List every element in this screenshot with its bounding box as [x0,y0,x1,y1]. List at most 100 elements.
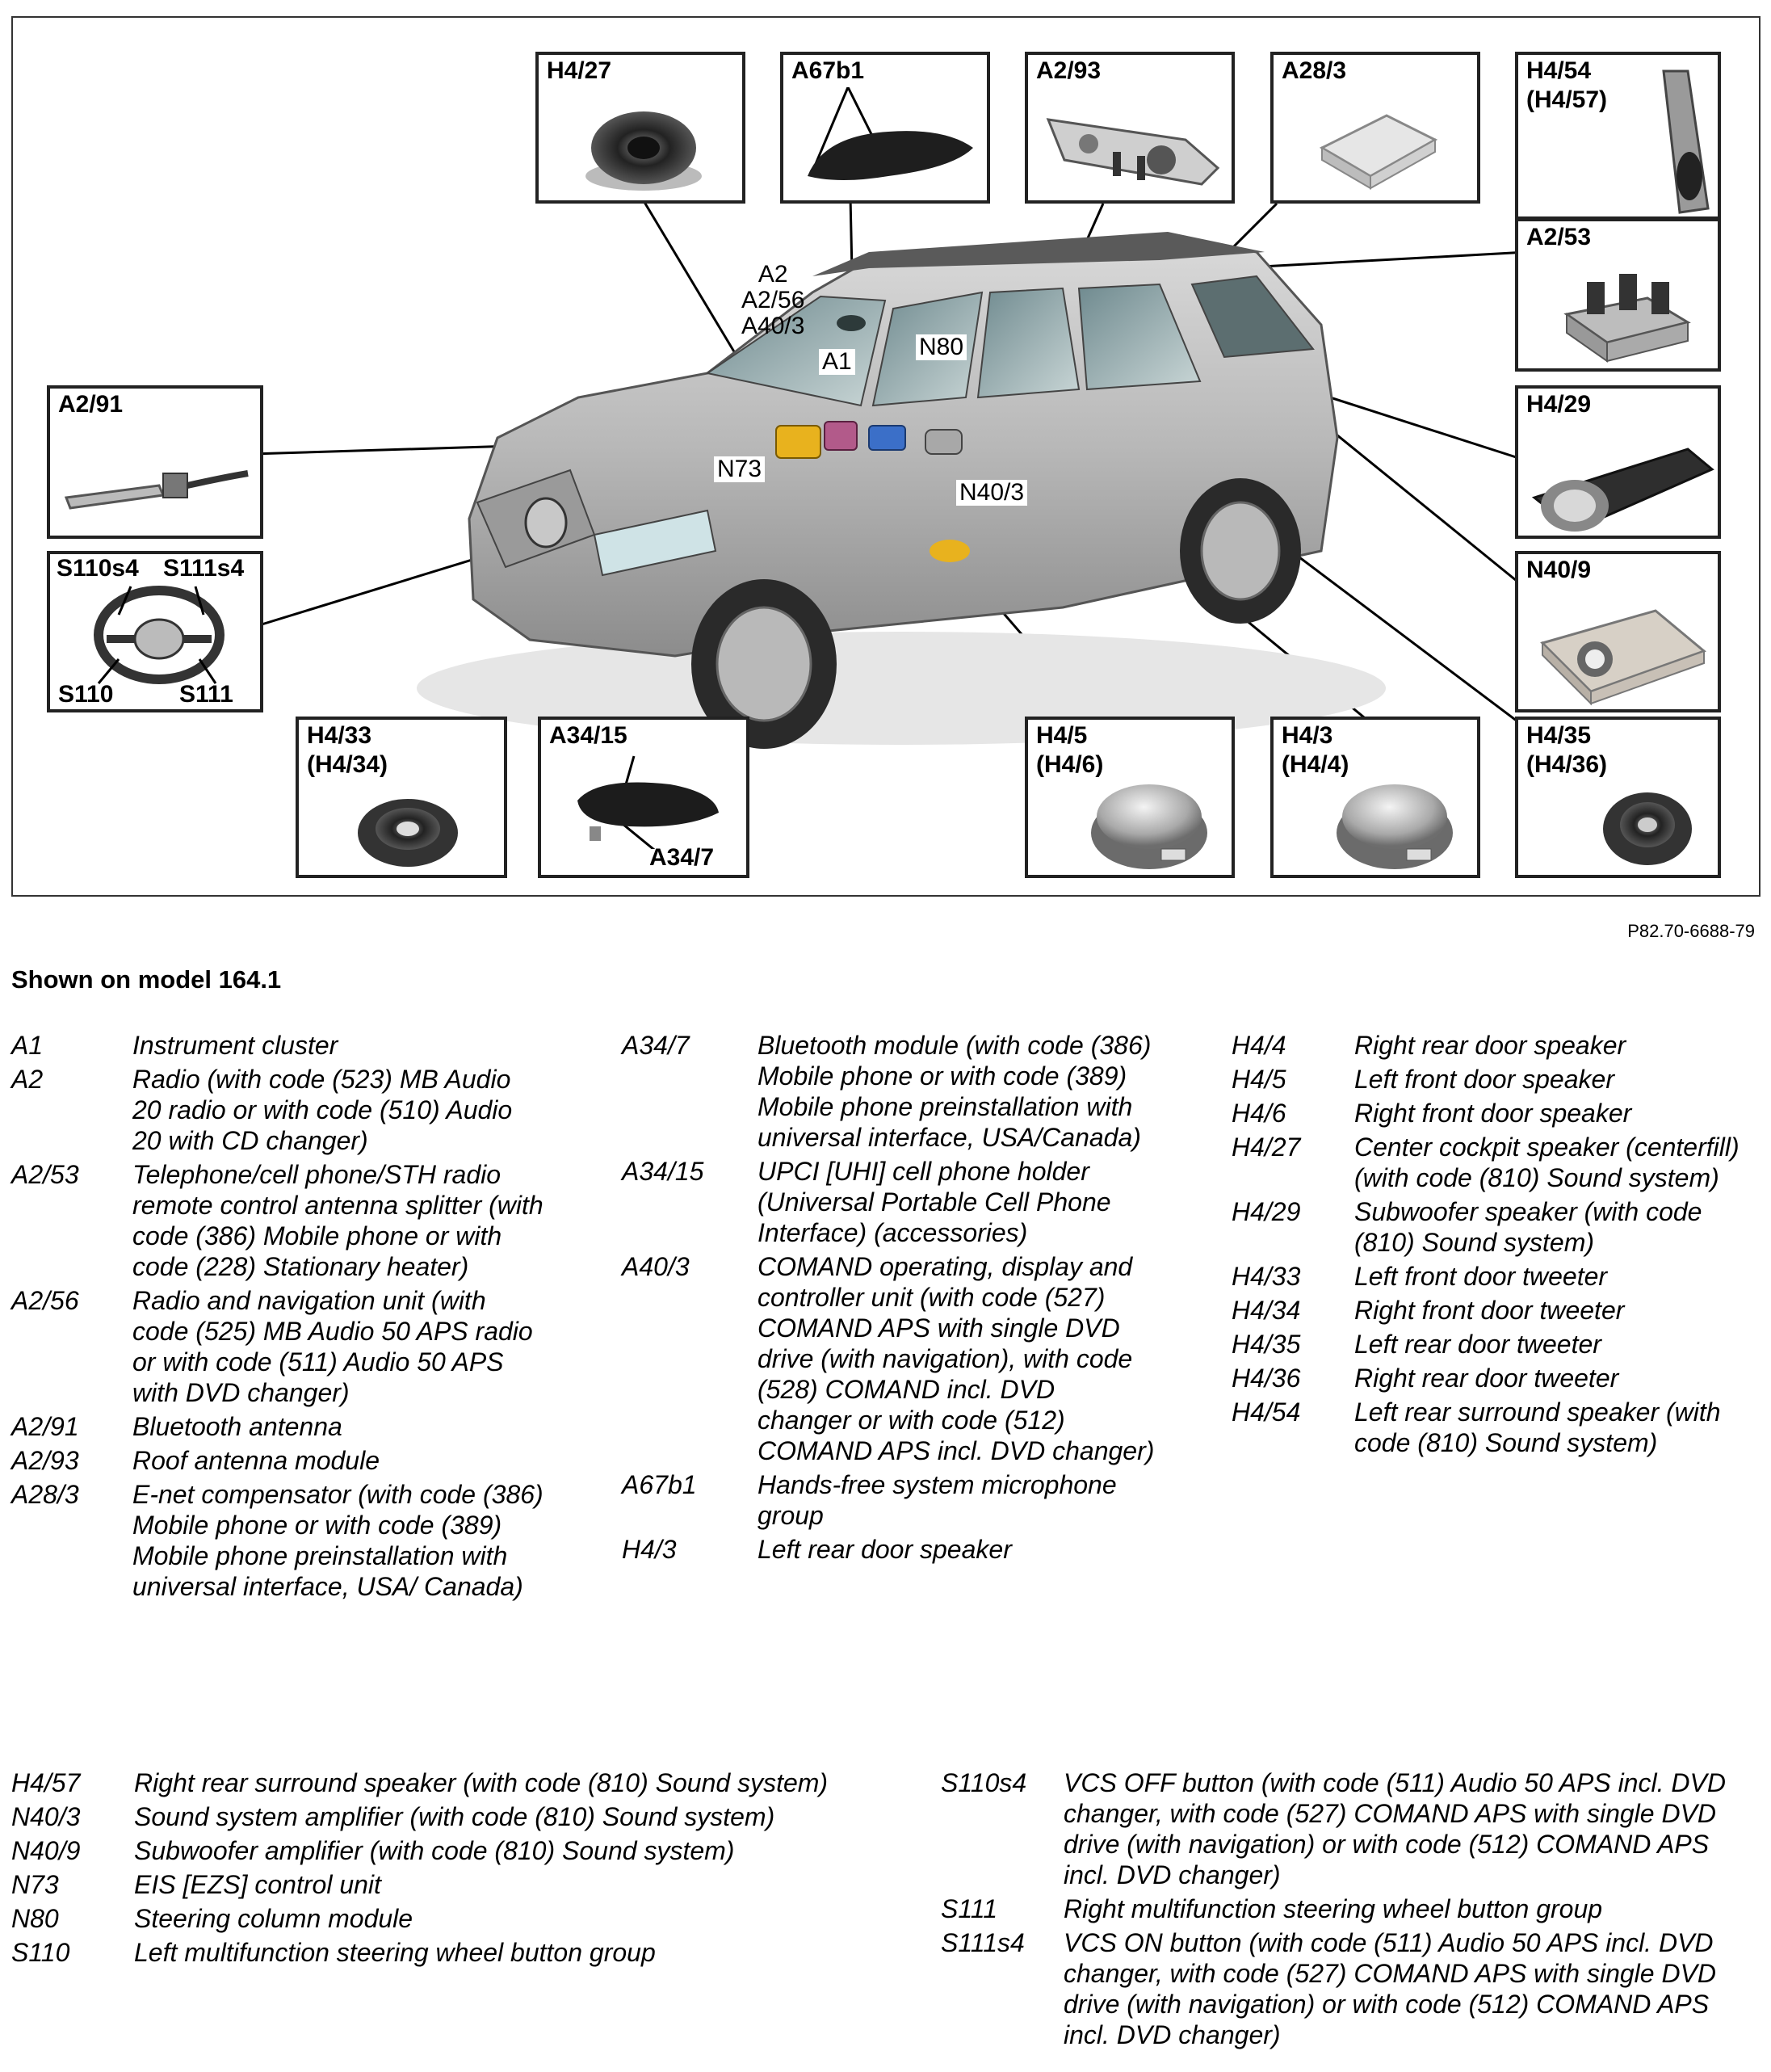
box-label-n40-9: N40/9 [1526,557,1592,583]
label-s111s4: S111s4 [163,555,245,582]
legend-description: Left rear door tweeter [1354,1330,1601,1359]
legend-entry: S111s4 VCS ON button (with code (511) Aud… [941,1927,1756,2050]
legend-code: S110s4 [941,1768,1027,1797]
box-label-h4-3: H4/3 (H4/4) [1282,722,1349,778]
legend-description: Subwoofer speaker (with code (810) Sound… [1354,1197,1702,1257]
label-s111: S111 [179,681,233,708]
callout-n73: N73 [714,456,766,482]
legend-code: H4/34 [1232,1296,1301,1325]
legend-entry: A2 Radio (with code (523) MB Audio 20 rad… [11,1064,544,1156]
box-label-a34-15: A34/15 [549,722,627,749]
legend-entry: H4/35 Left rear door tweeter [1232,1329,1761,1360]
component-location-diagram: H4/27 A67b1 A2/93 A28/3 [11,16,1761,897]
callout-n40-3: N40/3 [956,480,1028,506]
legend-code: H4/27 [1232,1133,1301,1162]
box-label-h4-54: H4/54 (H4/57) [1526,57,1608,113]
legend-entry: S110 Left multifunction steering wheel bu… [11,1937,924,1968]
legend-entry: A40/3 COMAND operating, display and contr… [622,1251,1155,1466]
legend-description: Left rear surround speaker (with code (8… [1354,1397,1721,1457]
box-h4-35: H4/35 (H4/36) [1515,717,1721,878]
legend-code: A2/56 [11,1286,79,1315]
legend-description: Left front door speaker [1354,1065,1614,1094]
rear-door-speaker-icon [1337,784,1453,869]
rear-door-tweeter-icon [1603,792,1692,865]
subwoofer-amplifier-icon [1540,609,1706,706]
legend-code: A67b1 [622,1470,697,1499]
legend-description: COMAND operating, display and controller… [758,1252,1155,1465]
legend-code: A40/3 [622,1252,690,1281]
rearview-mirror-microphone-icon [808,87,973,180]
box-label-h4-35: H4/35 (H4/36) [1526,722,1608,778]
box-h4-29: H4/29 [1515,385,1721,539]
box-label-a2-93: A2/93 [1036,57,1102,84]
legend-code: N80 [11,1904,59,1933]
legend-code: H4/35 [1232,1330,1301,1359]
legend-code: H4/3 [622,1535,677,1564]
box-h4-3: H4/3 (H4/4) [1270,717,1480,878]
callout-a2-a2-56-a40-3: A2 A2/56 A40/3 [741,261,805,339]
box-n40-9: N40/9 [1515,551,1721,712]
legend-description: Steering column module [134,1904,413,1933]
surround-speaker-icon [1662,69,1710,214]
legend-description: Sound system amplifier (with code (810) … [134,1802,775,1831]
legend-entry: H4/5 Left front door speaker [1232,1064,1761,1095]
legend-description: Radio (with code (523) MB Audio 20 radio… [132,1065,513,1155]
legend-description: UPCI [UHI] cell phone holder (Universal … [758,1157,1111,1247]
legend-code: H4/6 [1232,1099,1286,1128]
legend-code: A34/7 [622,1031,690,1060]
box-a2-91: A2/91 [47,385,263,539]
legend-description: Left front door tweeter [1354,1262,1608,1291]
legend-description: Left multifunction steering wheel button… [134,1938,656,1967]
legend-description: Right multifunction steering wheel butto… [1064,1894,1603,1923]
box-label-a28-3: A28/3 [1282,57,1347,84]
callout-n80: N80 [916,334,967,360]
legend-entry: A2/93 Roof antenna module [11,1445,544,1476]
label-s110s4: S110s4 [57,555,139,582]
legend-code: A1 [11,1031,44,1060]
legend-entry: H4/3 Left rear door speaker [622,1534,1155,1565]
legend-code: S111s4 [941,1928,1025,1957]
box-h4-27: H4/27 [535,52,745,204]
legend-entry: N80 Steering column module [11,1903,924,1934]
legend-code: H4/36 [1232,1364,1301,1393]
legend-description: Roof antenna module [132,1446,380,1475]
roof-antenna-module-icon [1046,118,1220,186]
legend-code: S110 [11,1938,70,1967]
legend-description: Instrument cluster [132,1031,338,1060]
legend-description: Right rear door tweeter [1354,1364,1619,1393]
legend-code: H4/5 [1232,1065,1286,1094]
legend-description: EIS [EZS] control unit [134,1870,381,1899]
legend-description: Right rear surround speaker (with code (… [134,1768,829,1797]
label-s110: S110 [58,681,114,708]
legend-code: A2/91 [11,1412,79,1441]
front-door-speaker-icon [1091,784,1207,869]
legend-code: A2 [11,1065,44,1094]
callout-a1: A1 [819,349,855,375]
legend-description: VCS ON button (with code (511) Audio 50 … [1064,1928,1717,2049]
legend-description: Subwoofer amplifier (with code (810) Sou… [134,1836,735,1865]
legend-code: A2/53 [11,1160,79,1189]
box-a2-93: A2/93 [1025,52,1235,204]
box-a28-3: A28/3 [1270,52,1480,204]
box-h4-54: H4/54 (H4/57) [1515,52,1721,220]
legend-entry: N40/3 Sound system amplifier (with code (… [11,1801,924,1832]
cell-phone-holder-icon [577,755,719,849]
legend-code: A34/15 [622,1157,704,1186]
box-label-h4-5: H4/5 (H4/6) [1036,722,1104,778]
bluetooth-antenna-icon [64,470,249,510]
legend-code: N40/3 [11,1802,81,1831]
box-h4-5: H4/5 (H4/6) [1025,717,1235,878]
antenna-splitter-icon [1563,274,1691,363]
legend-code: A2/93 [11,1446,79,1475]
legend-description: Left rear door speaker [758,1535,1012,1564]
legend-code: H4/33 [1232,1262,1301,1291]
